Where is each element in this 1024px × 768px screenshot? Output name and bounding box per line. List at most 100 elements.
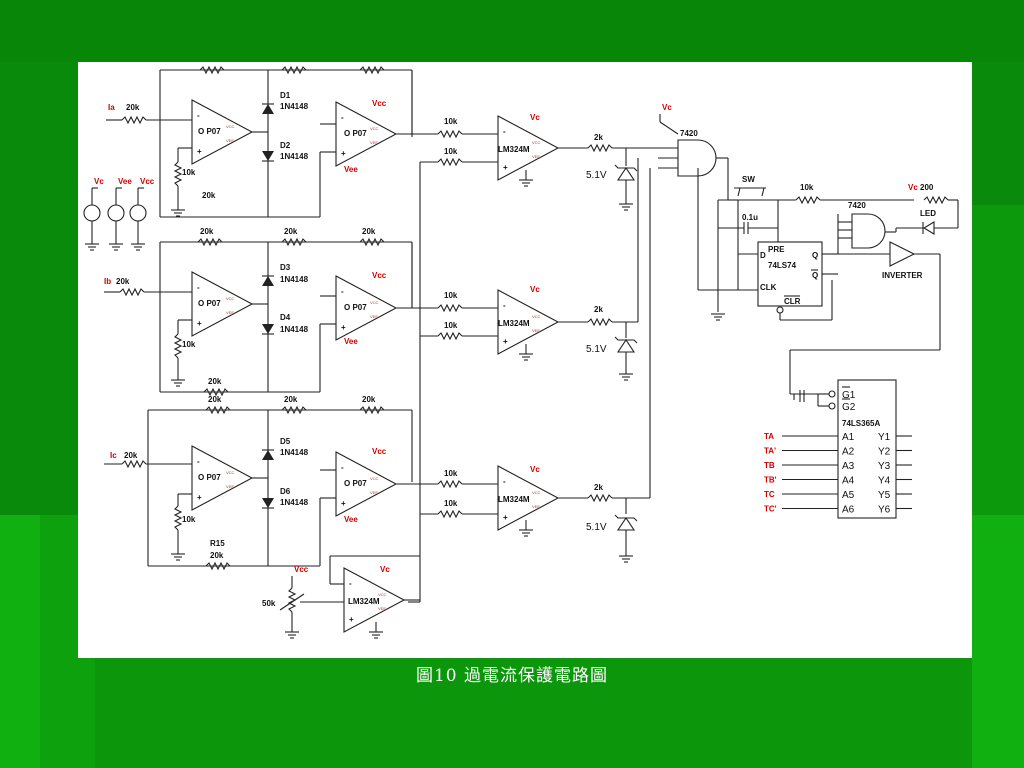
power-sources: Vc Vee Vcc	[83, 177, 155, 251]
svg-text:20k: 20k	[200, 227, 214, 236]
input-label-ia: Ia	[108, 103, 115, 112]
svg-text:D5: D5	[280, 437, 291, 446]
background-band	[972, 515, 1024, 768]
svg-text:1N4148: 1N4148	[280, 102, 309, 111]
svg-text:LM324M: LM324M	[498, 319, 530, 328]
svg-text:5.1V: 5.1V	[586, 344, 607, 355]
svg-text:R15: R15	[210, 539, 225, 548]
signal-label: TB'	[764, 476, 777, 485]
svg-text:Vcc: Vcc	[372, 447, 387, 456]
svg-text:7420: 7420	[848, 201, 866, 210]
input-label-ic: Ic	[110, 451, 117, 460]
stage-c: 20k 20k 20k Ic 20k O P07 10k D5 1N4148 D…	[104, 395, 650, 570]
svg-text:O P07: O P07	[344, 479, 367, 488]
svg-text:Vc: Vc	[662, 103, 672, 112]
svg-text:CLK: CLK	[760, 283, 777, 292]
svg-text:20k: 20k	[202, 191, 216, 200]
buffer-input-label: A6	[842, 505, 855, 516]
svg-text:LM324M: LM324M	[348, 597, 380, 606]
buffer-input-label: A3	[842, 461, 855, 472]
buffer-output-label: Y1	[878, 432, 891, 443]
svg-text:1N4148: 1N4148	[280, 325, 309, 334]
svg-text:D: D	[760, 251, 766, 260]
svg-text:O P07: O P07	[198, 127, 221, 136]
svg-text:20k: 20k	[284, 395, 298, 404]
buffer-input-label: A4	[842, 476, 855, 487]
buffer-output-label: Y3	[878, 461, 891, 472]
svg-text:LM324M: LM324M	[498, 145, 530, 154]
svg-text:Vc: Vc	[380, 565, 390, 574]
svg-text:INVERTER: INVERTER	[882, 271, 923, 280]
svg-text:Vee: Vee	[344, 515, 358, 524]
svg-text:D6: D6	[280, 487, 291, 496]
svg-text:10k: 10k	[182, 340, 196, 349]
nand-gate-7420: Vc 7420	[637, 103, 738, 498]
buffer-output-label: Y6	[878, 505, 891, 516]
svg-text:1N4148: 1N4148	[280, 275, 309, 284]
svg-text:74LS74: 74LS74	[768, 261, 797, 270]
svg-text:2k: 2k	[594, 133, 603, 142]
svg-text:1N4148: 1N4148	[280, 152, 309, 161]
signal-label: TA'	[764, 447, 776, 456]
svg-text:20k: 20k	[116, 277, 130, 286]
svg-text:Vee: Vee	[118, 177, 132, 186]
svg-text:10k: 10k	[444, 291, 458, 300]
svg-text:74LS365A: 74LS365A	[842, 419, 880, 428]
nand-gate-7420-b	[851, 213, 886, 249]
svg-text:20k: 20k	[210, 551, 224, 560]
buffer-output-label: Y5	[878, 490, 891, 501]
buffer-input-label: A5	[842, 490, 855, 501]
inverter	[889, 241, 916, 267]
buffer-input-label: A2	[842, 447, 855, 458]
svg-text:20k: 20k	[208, 377, 222, 386]
svg-text:20k: 20k	[362, 395, 376, 404]
svg-text:7420: 7420	[680, 129, 698, 138]
svg-text:SW: SW	[742, 175, 755, 184]
background-band	[0, 515, 40, 768]
background-top	[0, 0, 1024, 62]
svg-text:10k: 10k	[444, 147, 458, 156]
svg-text:Q: Q	[812, 271, 818, 280]
svg-text:Q: Q	[812, 251, 818, 260]
svg-text:O P07: O P07	[198, 473, 221, 482]
svg-text:10k: 10k	[444, 499, 458, 508]
svg-text:10k: 10k	[182, 515, 196, 524]
buffer-output-label: Y2	[878, 447, 891, 458]
svg-text:5.1V: 5.1V	[586, 170, 607, 181]
svg-text:20k: 20k	[208, 395, 222, 404]
circuit-diagram: - + VCC VEE	[78, 62, 972, 658]
svg-text:PRE: PRE	[768, 245, 785, 254]
svg-text:D4: D4	[280, 313, 291, 322]
svg-text:D1: D1	[280, 91, 291, 100]
svg-text:Vc: Vc	[530, 285, 540, 294]
stage-b: 20k 20k 20k Ib 20k O P07 10k D3 1N4148 D…	[104, 227, 638, 396]
svg-text:20k: 20k	[284, 227, 298, 236]
svg-text:Vc: Vc	[94, 177, 104, 186]
stage-a: Ia 20k O P07 10k D1 1N4148 D2 1N4148 20k…	[106, 66, 678, 218]
background-band	[95, 658, 972, 768]
buffer-input-label: A1	[842, 432, 855, 443]
svg-text:2k: 2k	[594, 483, 603, 492]
svg-text:2k: 2k	[594, 305, 603, 314]
svg-text:1N4148: 1N4148	[280, 448, 309, 457]
svg-text:D3: D3	[280, 263, 291, 272]
svg-text:LM324M: LM324M	[498, 495, 530, 504]
signal-label: TB	[764, 461, 775, 470]
svg-text:20k: 20k	[362, 227, 376, 236]
svg-text:Vc: Vc	[908, 183, 918, 192]
svg-text:10k: 10k	[444, 469, 458, 478]
svg-text:Vc: Vc	[530, 113, 540, 122]
svg-text:0.1u: 0.1u	[742, 213, 758, 222]
svg-text:G2: G2	[842, 402, 856, 413]
svg-text:10k: 10k	[444, 117, 458, 126]
svg-text:CLR: CLR	[784, 297, 801, 306]
input-label-ib: Ib	[104, 277, 111, 286]
svg-text:Vcc: Vcc	[372, 271, 387, 280]
svg-text:Vc: Vc	[530, 465, 540, 474]
svg-text:Vcc: Vcc	[140, 177, 155, 186]
signal-label: TA	[764, 432, 774, 441]
figure-caption: 圖10 過電流保護電路圖	[415, 666, 609, 686]
svg-text:200: 200	[920, 183, 934, 192]
svg-text:LED: LED	[920, 209, 936, 218]
